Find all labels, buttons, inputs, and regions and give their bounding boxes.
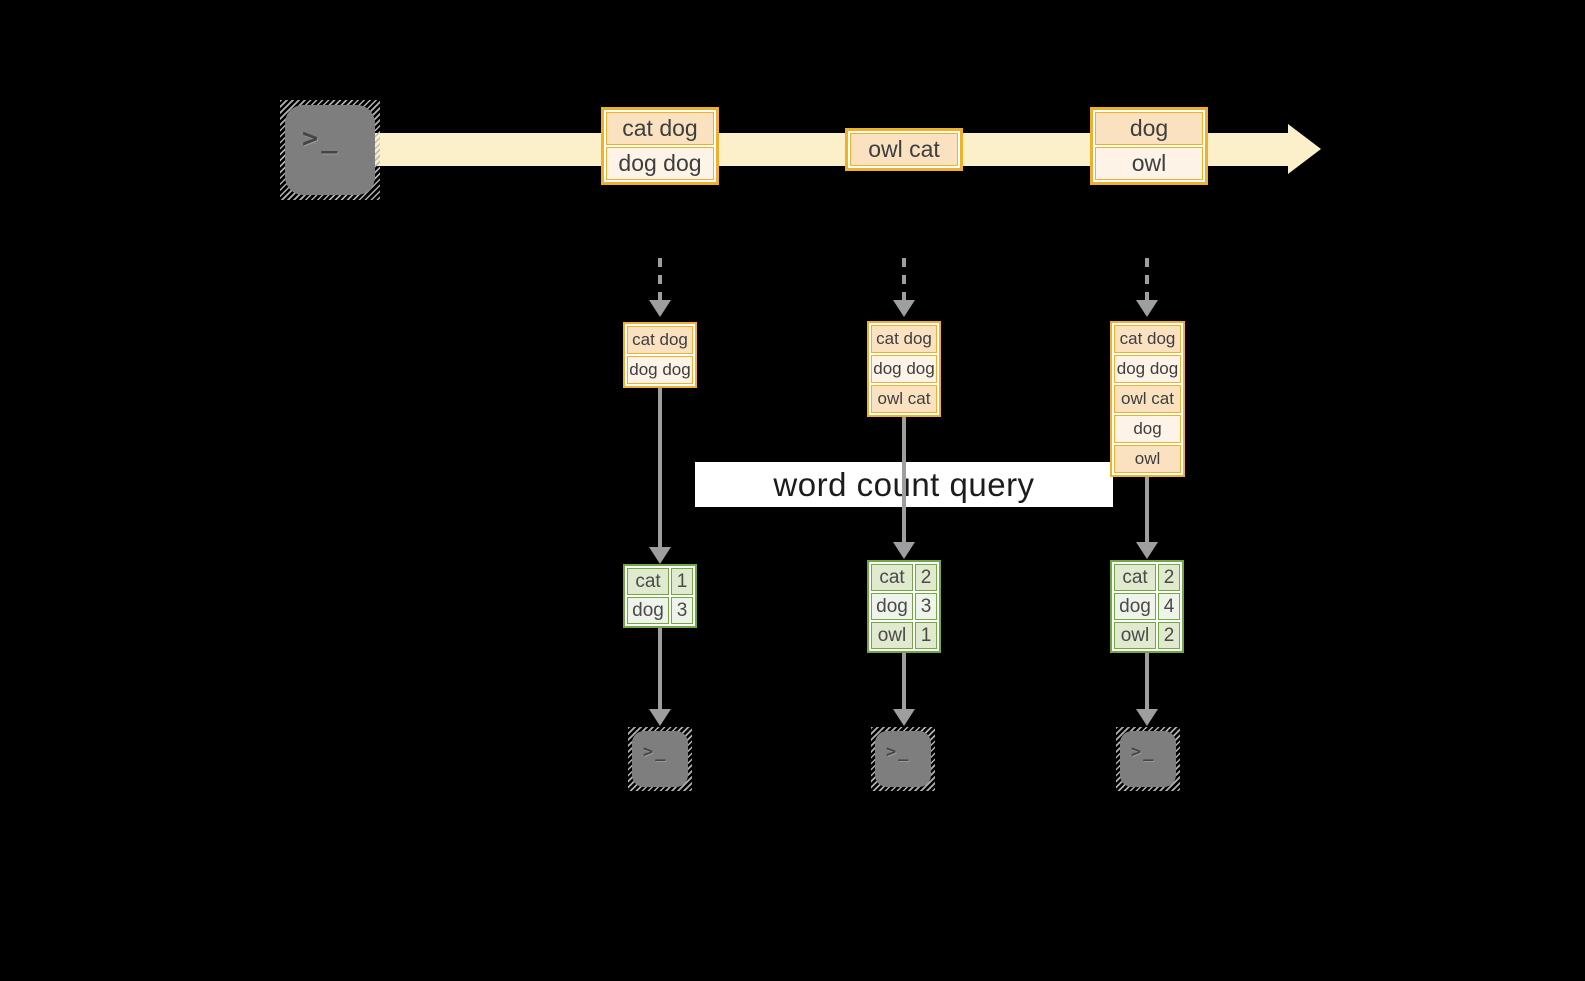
count-word: cat	[1114, 564, 1156, 591]
input-line: dog dog	[1114, 355, 1181, 383]
count-row: owl 2	[1114, 622, 1180, 649]
stream-batch-3: dog owl	[1090, 107, 1208, 185]
arrowhead-icon	[893, 709, 915, 726]
count-value: 3	[671, 597, 693, 624]
count-row: dog 4	[1114, 593, 1180, 620]
arrowhead-icon	[893, 542, 915, 559]
count-row: owl 1	[871, 622, 937, 649]
accumulated-input-1: cat dog dog dog	[623, 322, 697, 388]
count-word: dog	[871, 593, 913, 620]
count-value: 2	[1158, 564, 1180, 591]
count-table-2: cat 2 dog 3 owl 1	[867, 560, 941, 653]
count-row: cat 2	[1114, 564, 1180, 591]
dashed-arrow-line	[1145, 258, 1149, 300]
stream-record: dog	[1095, 112, 1203, 145]
input-line: owl	[1114, 445, 1181, 473]
terminal-screen: >_	[1120, 731, 1176, 787]
terminal-prompt-icon: >_	[886, 742, 911, 762]
arrowhead-icon	[649, 709, 671, 726]
input-line: dog	[1114, 415, 1181, 443]
dashed-arrowhead-icon	[893, 300, 915, 317]
count-table-1: cat 1 dog 3	[623, 564, 697, 628]
terminal-icon: >_	[1116, 727, 1180, 791]
count-table-3: cat 2 dog 4 owl 2	[1110, 560, 1184, 653]
terminal-prompt-icon: >_	[643, 742, 668, 762]
count-value: 1	[671, 568, 693, 595]
stream-record: owl	[1095, 147, 1203, 180]
count-value: 1	[915, 622, 937, 649]
input-line: dog dog	[871, 355, 937, 383]
accumulated-input-2: cat dog dog dog owl cat	[867, 321, 941, 417]
input-line: cat dog	[627, 326, 693, 354]
arrow-line	[1145, 653, 1149, 709]
arrow-line	[658, 388, 662, 547]
arrowhead-icon	[1136, 542, 1158, 559]
arrowhead-icon	[649, 547, 671, 564]
input-line: owl cat	[871, 385, 937, 413]
arrow-line	[658, 628, 662, 709]
input-line: cat dog	[871, 325, 937, 353]
arrow-line	[902, 417, 906, 542]
count-word: cat	[627, 568, 669, 595]
count-value: 3	[915, 593, 937, 620]
count-word: cat	[871, 564, 913, 591]
terminal-icon: >_	[628, 727, 692, 791]
stream-batch-2: owl cat	[845, 128, 963, 171]
stream-arrowhead-icon	[1288, 124, 1321, 174]
input-line: cat dog	[1114, 325, 1181, 353]
count-value: 4	[1158, 593, 1180, 620]
terminal-screen: >_	[285, 105, 375, 195]
accumulated-input-3: cat dog dog dog owl cat dog owl	[1110, 321, 1185, 477]
terminal-icon: >_	[871, 727, 935, 791]
stream-record: owl cat	[850, 133, 958, 166]
count-word: owl	[871, 622, 913, 649]
stream-record: cat dog	[606, 112, 714, 145]
input-line: dog dog	[627, 356, 693, 384]
stream-batch-1: cat dog dog dog	[601, 107, 719, 185]
input-line: owl cat	[1114, 385, 1181, 413]
terminal-screen: >_	[632, 731, 688, 787]
count-value: 2	[1158, 622, 1180, 649]
terminal-screen: >_	[875, 731, 931, 787]
stream-record: dog dog	[606, 147, 714, 180]
arrow-line	[902, 653, 906, 709]
count-word: dog	[1114, 593, 1156, 620]
count-value: 2	[915, 564, 937, 591]
terminal-prompt-icon: >_	[302, 123, 341, 154]
terminal-icon: >_	[280, 100, 380, 200]
arrowhead-icon	[1136, 709, 1158, 726]
arrow-line	[1145, 477, 1149, 542]
count-word: owl	[1114, 622, 1156, 649]
dashed-arrow-line	[902, 258, 906, 300]
dashed-arrowhead-icon	[649, 300, 671, 317]
count-row: dog 3	[627, 597, 693, 624]
dashed-arrow-line	[658, 258, 662, 300]
count-row: dog 3	[871, 593, 937, 620]
count-word: dog	[627, 597, 669, 624]
count-row: cat 2	[871, 564, 937, 591]
count-row: cat 1	[627, 568, 693, 595]
terminal-prompt-icon: >_	[1131, 742, 1156, 762]
dashed-arrowhead-icon	[1136, 300, 1158, 317]
